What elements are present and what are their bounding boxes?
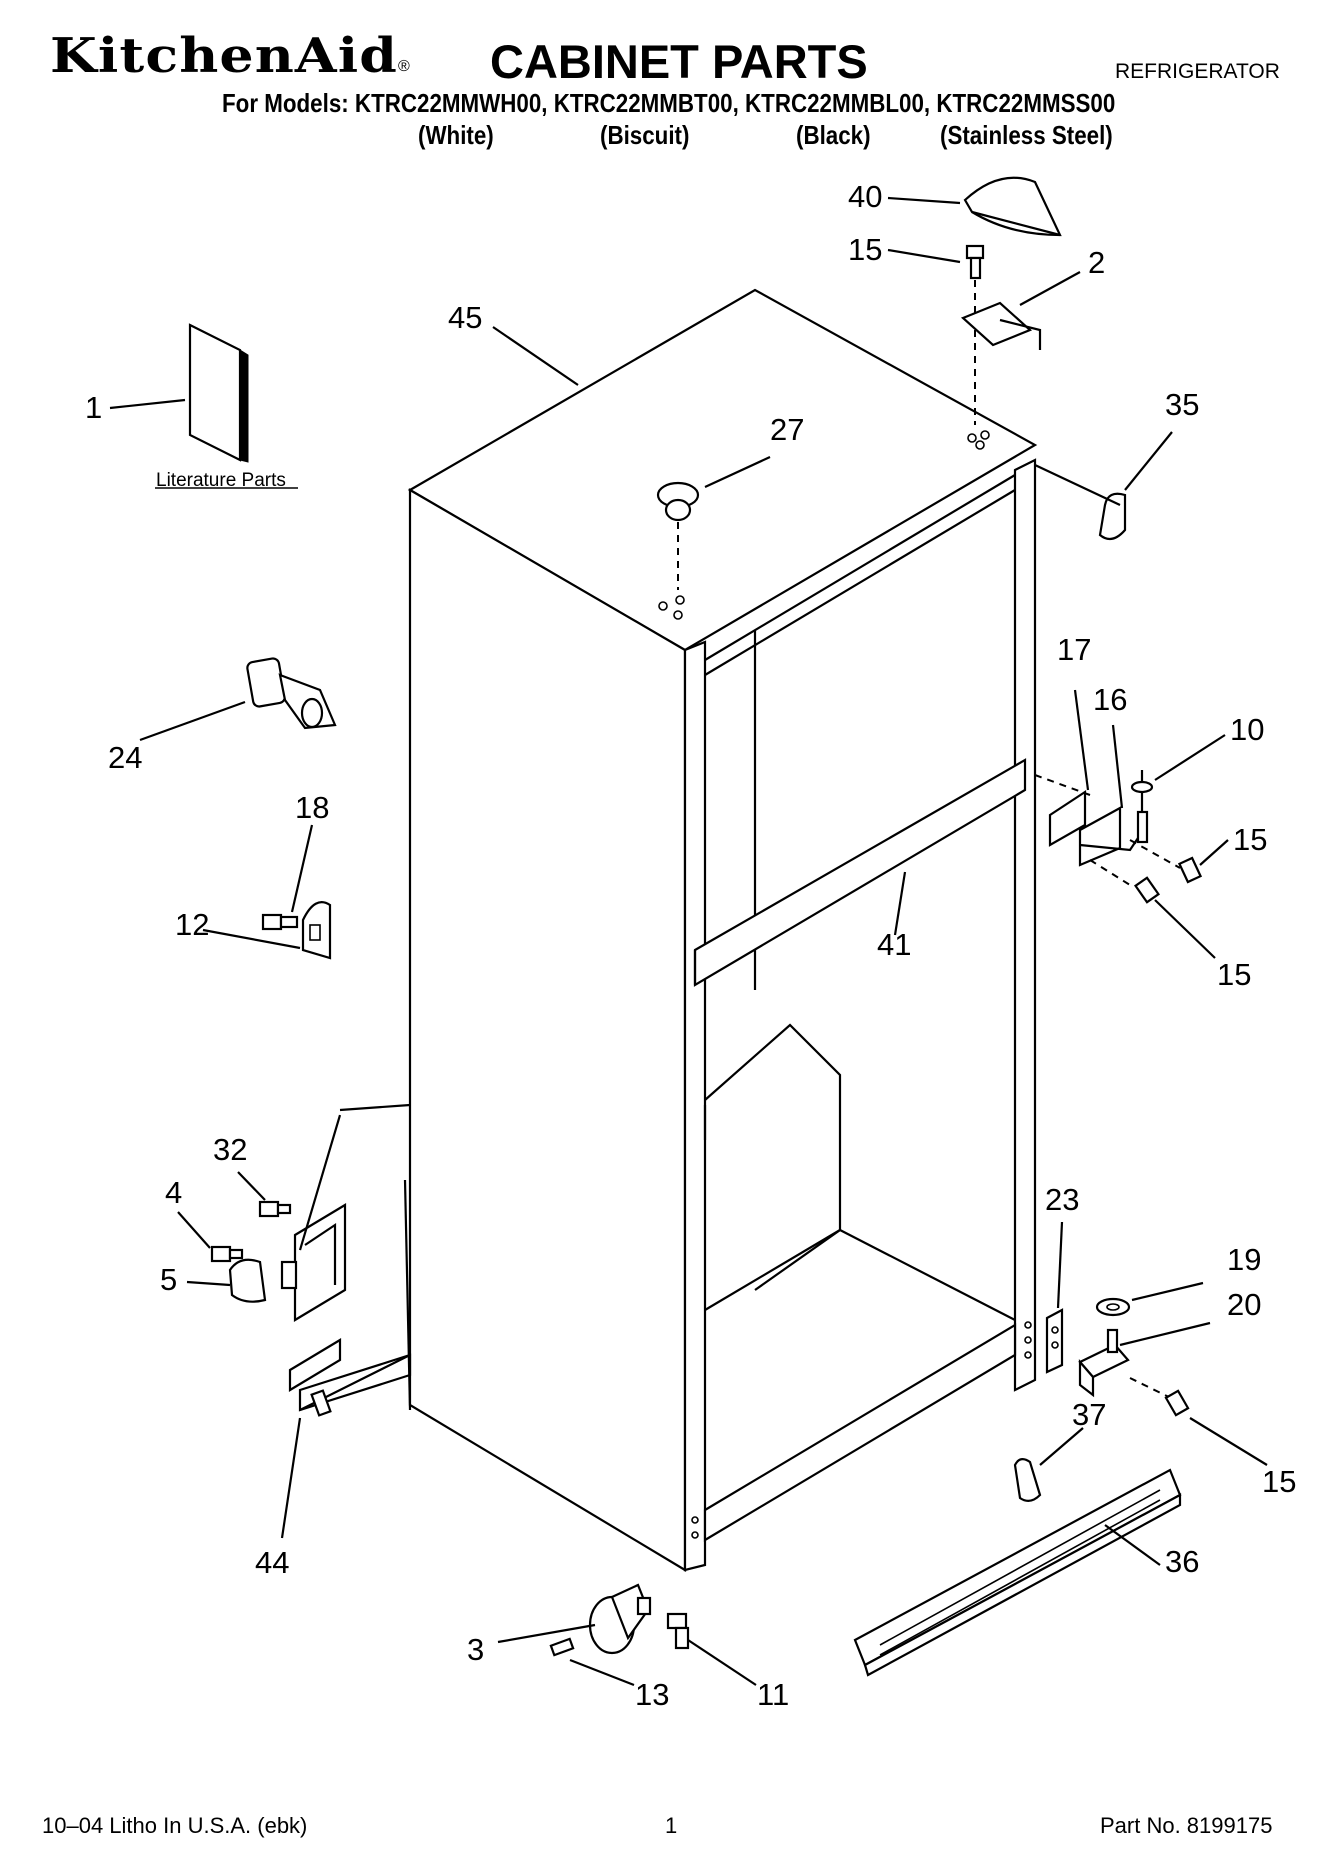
callout-12: 12: [175, 907, 209, 942]
product-type: REFRIGERATOR: [1115, 60, 1280, 83]
callout-18: 18: [295, 790, 329, 825]
callout-1: 1: [85, 390, 102, 425]
callout-45: 45: [448, 300, 482, 335]
literature-booklet: [155, 323, 298, 489]
shelf-clip: [261, 901, 332, 960]
leader-lines: [109, 196, 1268, 1687]
callout-23: 23: [1045, 1182, 1079, 1217]
lower-door-handle-group: [210, 1103, 412, 1417]
grille-clip: [1013, 1458, 1042, 1502]
plug-button: [656, 481, 700, 590]
callout-36: 36: [1165, 1544, 1199, 1579]
callout-24: 24: [108, 740, 142, 775]
roller-assembly: [549, 1583, 690, 1657]
callout-19: 19: [1227, 1242, 1261, 1277]
callout-15-mid-right: 15: [1233, 822, 1267, 857]
callout-37: 37: [1072, 1397, 1106, 1432]
model-list: For Models: KTRC22MMWH00, KTRC22MMBT00, …: [222, 88, 1116, 118]
callout-15-bottom: 15: [1262, 1464, 1296, 1499]
variant-stainless: (Stainless Steel): [940, 120, 1113, 150]
brand-logo: KitchenAid: [50, 28, 399, 84]
registered-mark: ®: [398, 58, 410, 75]
variant-biscuit: (Biscuit): [600, 120, 690, 150]
callout-labels: 40 15 2 45 1 Literature Parts 35 27 17 1…: [85, 179, 1296, 1712]
toe-grille: [853, 1468, 1182, 1677]
top-hinge-plate: [960, 280, 1042, 425]
callout-35: 35: [1165, 387, 1199, 422]
callout-32: 32: [213, 1132, 247, 1167]
callout-15-mid-lower: 15: [1217, 957, 1251, 992]
callout-44: 44: [255, 1545, 289, 1580]
callout-41: 41: [877, 927, 911, 962]
door-stop-bracket: [246, 657, 337, 730]
variant-black: (Black): [796, 120, 871, 150]
top-hinge-screw: [965, 244, 985, 280]
page-number: 1: [665, 1813, 678, 1838]
center-hinge-group: [1034, 770, 1203, 904]
callout-3: 3: [467, 1632, 484, 1667]
callout-16: 16: [1093, 682, 1127, 717]
callout-11: 11: [757, 1677, 789, 1712]
bottom-hinge-group: [1045, 1297, 1190, 1417]
variant-white: (White): [418, 120, 494, 150]
callout-15-top: 15: [848, 232, 882, 267]
hinge-cover-cap: [963, 176, 1062, 237]
callout-5: 5: [160, 1262, 177, 1297]
page-title: CABINET PARTS: [490, 35, 868, 88]
print-info: 10–04 Litho In U.S.A. (ebk): [42, 1813, 308, 1838]
callout-2: 2: [1088, 245, 1105, 280]
callout-27: 27: [770, 412, 804, 447]
callout-13: 13: [635, 1677, 669, 1712]
callout-4: 4: [165, 1175, 182, 1210]
callout-10: 10: [1230, 712, 1264, 747]
cabinet-shell: [407, 288, 1038, 1572]
callout-20: 20: [1227, 1287, 1261, 1322]
callout-40: 40: [848, 179, 882, 214]
literature-label: Literature Parts: [156, 470, 286, 491]
part-number: Part No. 8199175: [1100, 1813, 1273, 1838]
callout-17: 17: [1057, 632, 1091, 667]
